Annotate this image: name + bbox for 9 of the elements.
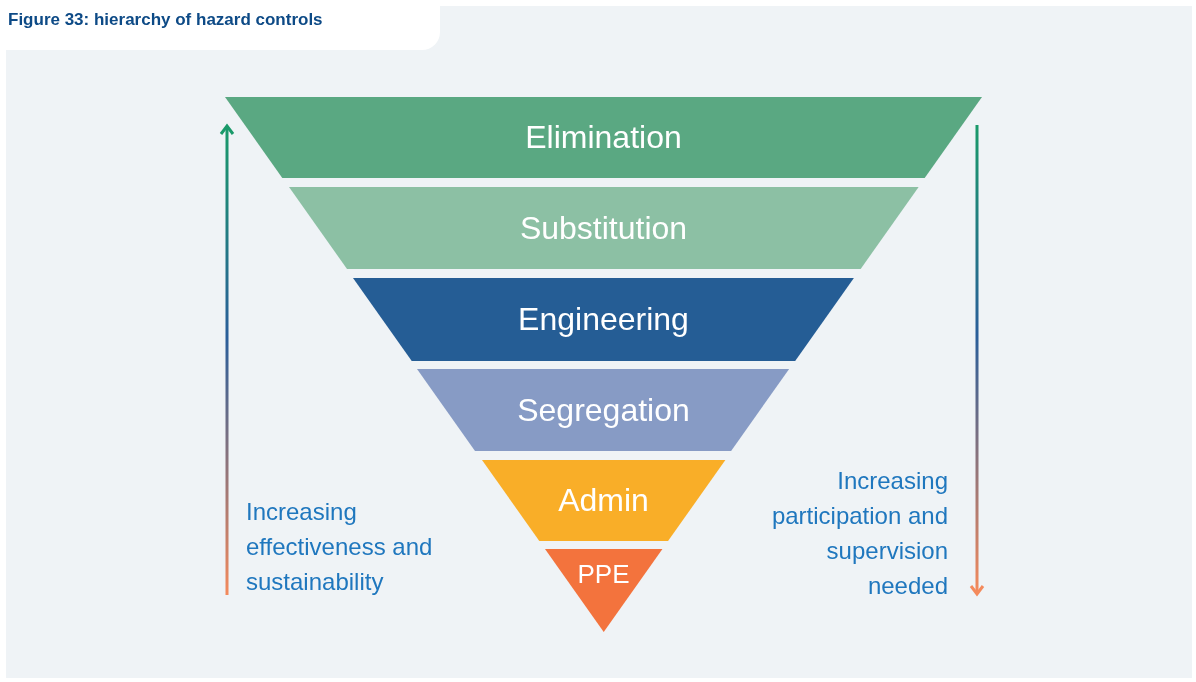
axis-note: Increasing participation and supervision needed <box>770 466 948 601</box>
level-label: Segregation <box>517 391 690 429</box>
level-label: Substitution <box>519 209 688 247</box>
level-label: Admin <box>558 482 649 519</box>
axis-note: Increasing effectiveness and sustainability <box>246 497 434 597</box>
level-label: Elimination <box>525 119 682 156</box>
level-label: Engineering <box>518 301 689 338</box>
level-label: PPE <box>577 559 630 590</box>
figure-title: Figure 33: hierarchy of hazard controls <box>8 10 323 30</box>
